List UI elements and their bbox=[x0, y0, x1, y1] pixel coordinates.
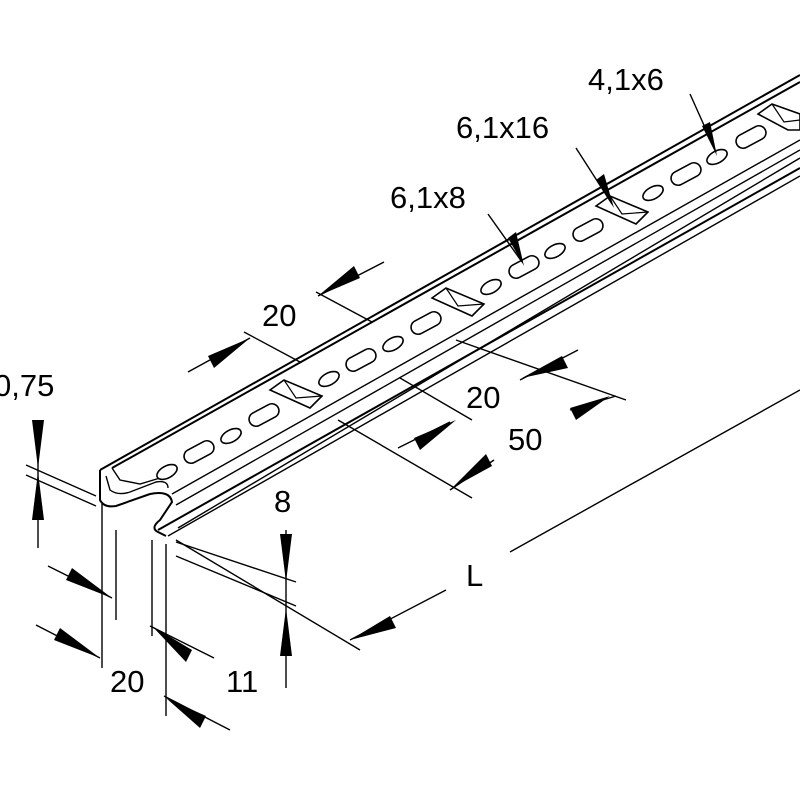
pitch-top-label: 20 bbox=[262, 298, 296, 333]
slot-6x16 bbox=[268, 379, 324, 409]
rail-perforations bbox=[156, 103, 800, 481]
callout-slot-small: 6,1x8 bbox=[390, 180, 524, 266]
slot-6x16 bbox=[756, 103, 800, 131]
slot-6x8 bbox=[508, 254, 540, 280]
dimension-width: 20 bbox=[35, 504, 144, 699]
dimension-lip: 8 bbox=[175, 484, 297, 688]
slot-6x8 bbox=[248, 402, 280, 428]
round-hole bbox=[220, 427, 242, 445]
round-hole bbox=[382, 335, 404, 353]
slot-small-label: 6,1x8 bbox=[390, 180, 466, 215]
round-hole bbox=[318, 370, 340, 388]
dimension-flange: 11 bbox=[149, 540, 258, 731]
mounting-rail bbox=[99, 74, 800, 537]
slot-6x8 bbox=[410, 310, 442, 336]
dimension-length: L bbox=[175, 389, 800, 651]
slot-6x16 bbox=[594, 195, 650, 225]
slot-6x8 bbox=[735, 124, 767, 150]
width-label: 20 bbox=[110, 664, 144, 699]
round-hole bbox=[156, 463, 178, 481]
pitch-mid-label: 20 bbox=[466, 380, 500, 415]
round-hole bbox=[480, 278, 502, 296]
dimension-pitch-top: 20 bbox=[187, 261, 385, 373]
dimension-pitch-mid: 20 bbox=[399, 339, 627, 421]
thickness-label: 0,75 bbox=[0, 368, 54, 403]
callout-slot-long: 6,1x16 bbox=[456, 110, 614, 208]
dimension-pitch-long: 50 bbox=[337, 419, 542, 499]
round-hole bbox=[544, 242, 566, 260]
dimension-thickness: 0,75 bbox=[0, 368, 97, 548]
round-hole bbox=[642, 184, 664, 202]
slot-6x8 bbox=[670, 161, 702, 187]
slot-6x16 bbox=[430, 287, 486, 317]
round-hole bbox=[706, 148, 728, 166]
pitch-long-label: 50 bbox=[508, 422, 542, 457]
length-label: L bbox=[466, 558, 483, 593]
hole-round-label: 4,1x6 bbox=[588, 62, 664, 97]
slot-6x8 bbox=[345, 347, 377, 373]
lip-label: 8 bbox=[274, 484, 291, 519]
callout-hole-round: 4,1x6 bbox=[588, 62, 717, 156]
slot-6x8 bbox=[572, 217, 604, 243]
flange-label: 11 bbox=[226, 664, 258, 699]
slot-6x8 bbox=[183, 439, 215, 465]
slot-long-label: 6,1x16 bbox=[456, 110, 549, 145]
